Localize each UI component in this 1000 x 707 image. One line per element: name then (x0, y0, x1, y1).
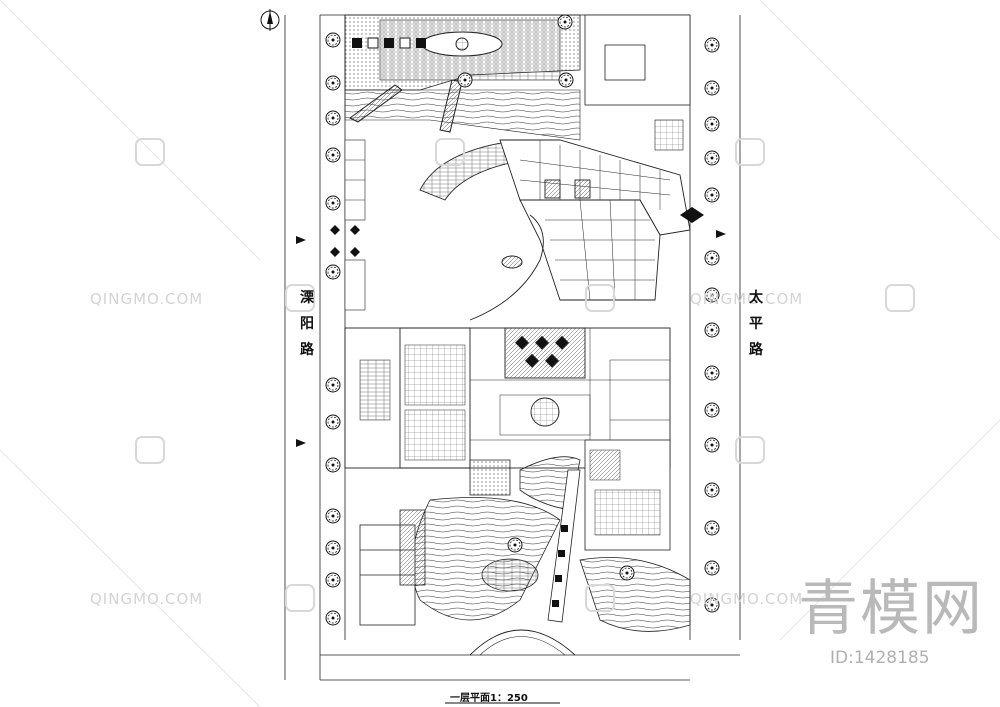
flower-logo-icon (135, 138, 915, 612)
watermark-text: QINGMO.COM (90, 290, 204, 308)
building-curved-wing (419, 139, 691, 301)
image-id-label: ID:1428185 (830, 648, 930, 668)
road-label-west: 溧阳路 (300, 290, 314, 358)
north-arrow-icon (260, 9, 280, 31)
drawing-caption: 一层平面1：250 (450, 693, 528, 704)
road-label-east: 太平路 (749, 290, 763, 358)
entrance-plaza (344, 14, 581, 141)
watermark-text: QINGMO.COM (690, 590, 804, 608)
watermark-text: QINGMO.COM (690, 290, 804, 308)
brand-watermark: 青模网 (798, 574, 984, 644)
entry-marker-icon (680, 207, 704, 223)
watermark-text: QINGMO.COM (90, 590, 204, 608)
